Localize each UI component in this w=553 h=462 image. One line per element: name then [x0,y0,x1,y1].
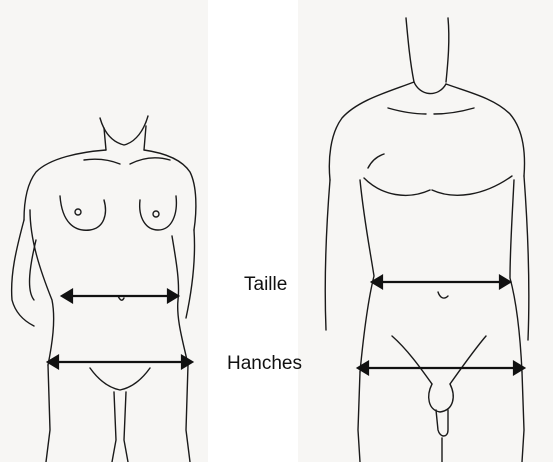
hips-label: Hanches [227,353,302,375]
male-figure-panel [298,0,553,462]
female-measure-arrows [48,290,192,368]
arrowhead-right-icon [500,276,510,288]
arrowhead-right-icon [168,290,178,302]
arrowhead-right-icon [182,356,192,368]
male-figure-drawing [298,0,553,462]
waist-label: Taille [244,274,287,296]
female-figure-drawing [0,0,208,462]
arrowhead-left-icon [62,290,72,302]
male-measure-arrows [358,276,524,374]
female-figure-panel [0,0,208,462]
